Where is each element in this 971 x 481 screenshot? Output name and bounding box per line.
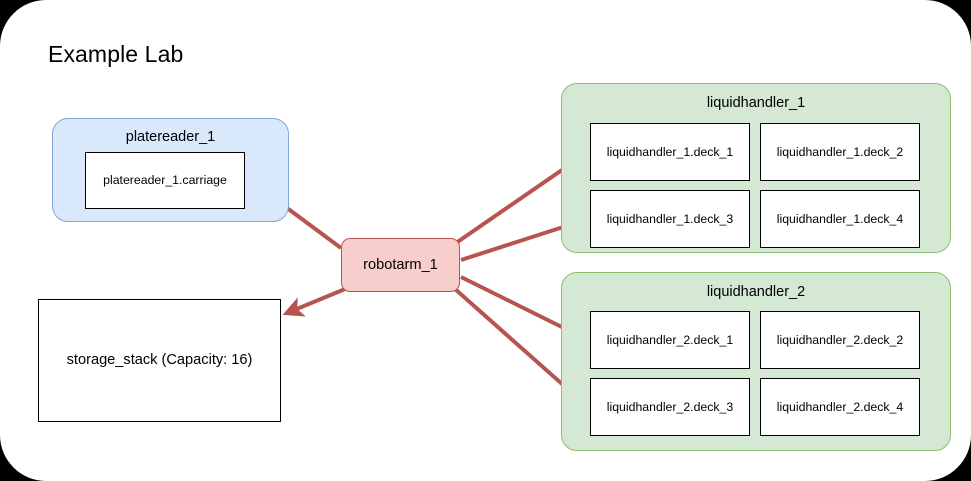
node-storage-stack[interactable]: storage_stack (Capacity: 16) xyxy=(38,299,281,422)
node-storage-stack-label: storage_stack (Capacity: 16) xyxy=(66,352,253,369)
node-robotarm-1-label: robotarm_1 xyxy=(363,257,438,273)
node-liquidhandler-2-deck-1[interactable]: liquidhandler_2.deck_1 xyxy=(590,311,750,369)
page-title: Example Lab xyxy=(48,41,184,67)
node-liquidhandler-1-deck-3[interactable]: liquidhandler_1.deck_3 xyxy=(590,190,750,248)
node-liquidhandler-2-deck-2[interactable]: liquidhandler_2.deck_2 xyxy=(760,311,920,369)
node-liquidhandler-1-deck-1-label: liquidhandler_1.deck_1 xyxy=(606,144,734,159)
node-liquidhandler-2-deck-4[interactable]: liquidhandler_2.deck_4 xyxy=(760,378,920,436)
group-liquidhandler-2-title: liquidhandler_2 xyxy=(706,284,806,300)
node-liquidhandler-1-deck-4-label: liquidhandler_1.deck_4 xyxy=(776,211,904,226)
node-liquidhandler-1-deck-1[interactable]: liquidhandler_1.deck_1 xyxy=(590,123,750,181)
node-platereader-1-carriage-label: platereader_1.carriage xyxy=(103,173,227,188)
node-robotarm-1[interactable]: robotarm_1 xyxy=(341,238,460,292)
node-platereader-1-carriage[interactable]: platereader_1.carriage xyxy=(85,152,245,209)
node-liquidhandler-1-deck-3-label: liquidhandler_1.deck_3 xyxy=(606,211,734,226)
node-liquidhandler-1-deck-2[interactable]: liquidhandler_1.deck_2 xyxy=(760,123,920,181)
node-liquidhandler-2-deck-3[interactable]: liquidhandler_2.deck_3 xyxy=(590,378,750,436)
node-liquidhandler-1-deck-2-label: liquidhandler_1.deck_2 xyxy=(776,144,904,159)
group-platereader-1-title: platereader_1 xyxy=(125,129,216,145)
group-liquidhandler-1-title: liquidhandler_1 xyxy=(706,95,806,111)
node-liquidhandler-2-deck-4-label: liquidhandler_2.deck_4 xyxy=(776,399,904,414)
node-liquidhandler-1-deck-4[interactable]: liquidhandler_1.deck_4 xyxy=(760,190,920,248)
node-liquidhandler-2-deck-2-label: liquidhandler_2.deck_2 xyxy=(776,332,904,347)
node-liquidhandler-2-deck-1-label: liquidhandler_2.deck_1 xyxy=(606,332,734,347)
node-liquidhandler-2-deck-3-label: liquidhandler_2.deck_3 xyxy=(606,399,734,414)
